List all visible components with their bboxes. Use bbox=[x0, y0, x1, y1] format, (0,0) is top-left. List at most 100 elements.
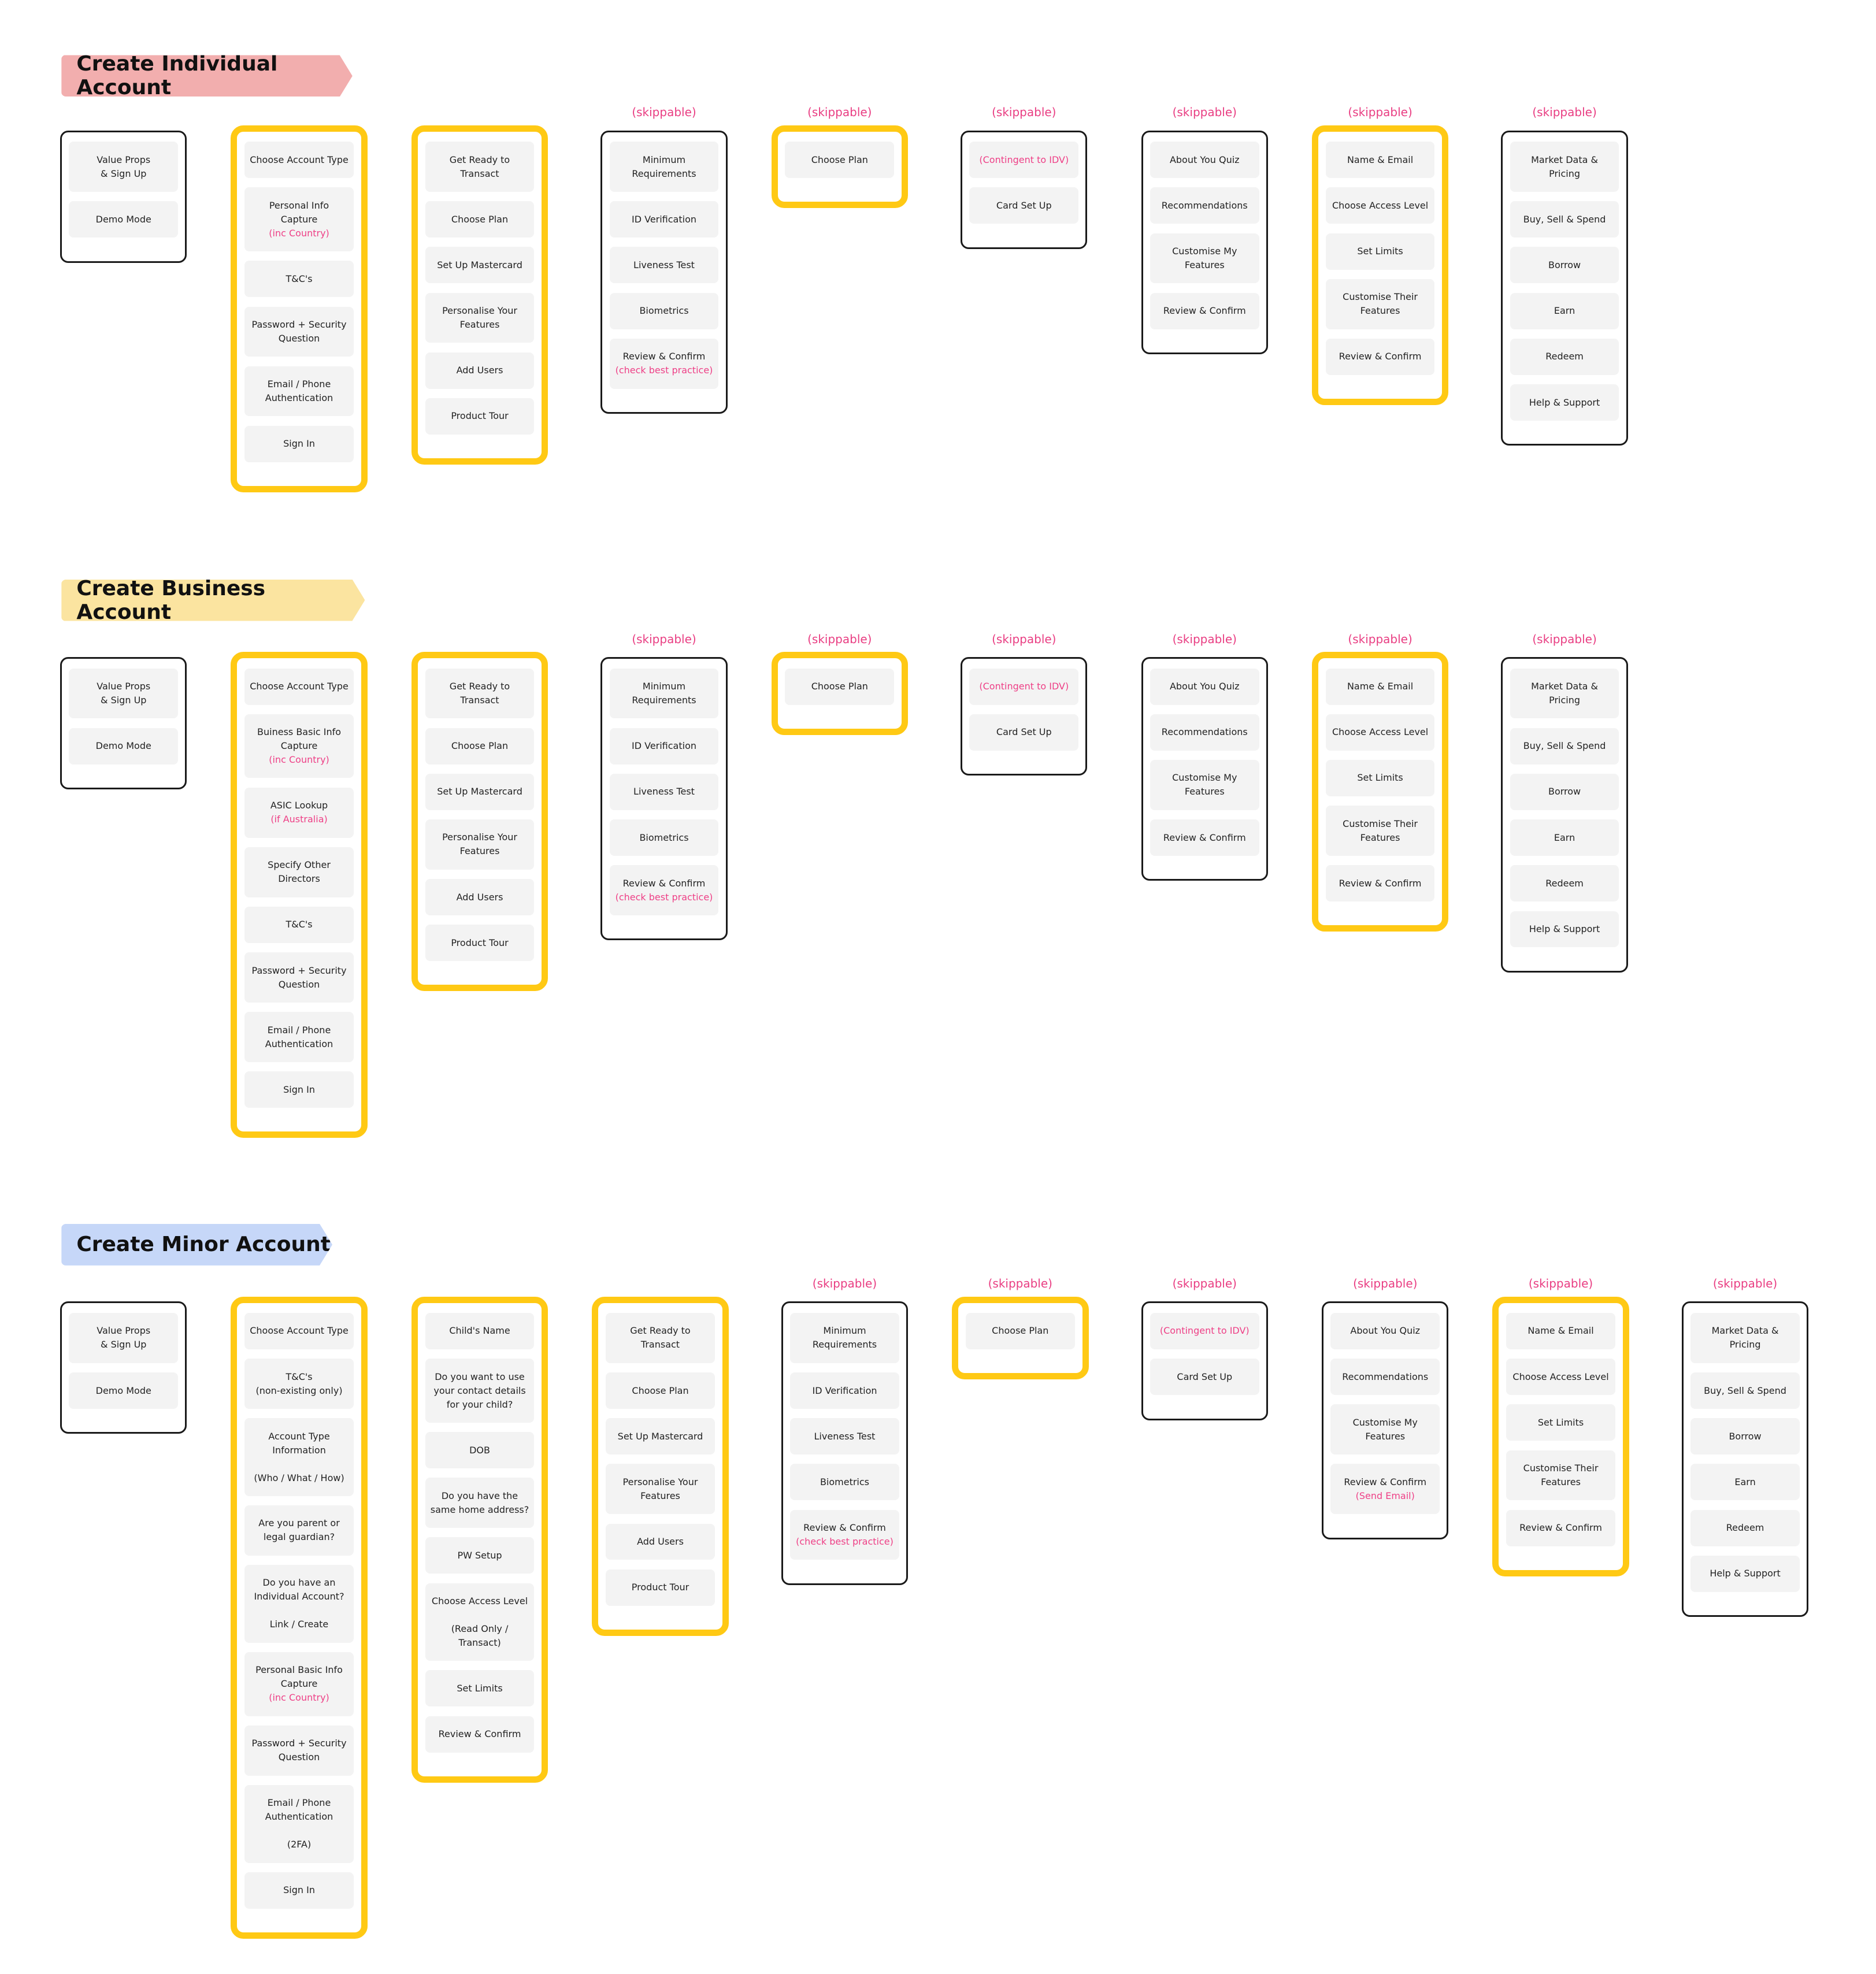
step-label: Set Limits bbox=[1537, 1416, 1584, 1428]
step-label: Set Limits bbox=[1357, 246, 1403, 257]
flow-step: Buy, Sell & Spend bbox=[1510, 201, 1619, 238]
skippable-label: (skippable) bbox=[988, 1277, 1052, 1291]
step-note: (Contingent to IDV) bbox=[979, 154, 1069, 165]
flow-step: Choose Account Type bbox=[244, 1312, 354, 1349]
flow-step: Customise My Features bbox=[1330, 1404, 1440, 1455]
step-label: Card Set Up bbox=[1177, 1371, 1233, 1382]
flow-step: T&C's bbox=[244, 906, 354, 943]
flow-step: Choose Plan bbox=[425, 728, 535, 765]
step-label: Demo Mode bbox=[95, 740, 151, 752]
flow-step: Email / Phone Authentication bbox=[244, 1012, 354, 1062]
flow-step: Password + Security Question bbox=[244, 952, 354, 1003]
step-label: ID Verification bbox=[631, 740, 697, 752]
step-label: Borrow bbox=[1729, 1430, 1762, 1442]
flow-step: Review & Confirm(Send Email) bbox=[1330, 1464, 1440, 1515]
skippable-label: (skippable) bbox=[992, 632, 1056, 646]
flow-step: Demo Mode bbox=[69, 728, 179, 765]
step-label: Set Up Mastercard bbox=[437, 259, 522, 270]
step-label: Review & Confirm bbox=[1339, 877, 1422, 889]
skippable-label: (skippable) bbox=[1712, 1277, 1778, 1291]
skippable-label: (skippable) bbox=[632, 105, 696, 120]
flow-step: Borrow bbox=[1510, 247, 1619, 284]
flow-step: (Contingent to IDV) bbox=[1150, 1312, 1259, 1349]
flow-step: Add Users bbox=[425, 352, 535, 389]
step-label: Help & Support bbox=[1529, 396, 1600, 408]
step-label: Are you parent or legal guardian? bbox=[258, 1517, 340, 1543]
flow-step: Redeem bbox=[1510, 338, 1619, 375]
step-label: Product Tour bbox=[631, 1582, 689, 1593]
step-label: Get Ready to Transact bbox=[449, 154, 510, 179]
flow-step: Set Up Mastercard bbox=[606, 1418, 715, 1455]
flow-step: Biometrics bbox=[790, 1464, 899, 1501]
step-note: (check best practice) bbox=[796, 1536, 893, 1548]
flow-step: Set Up Mastercard bbox=[425, 773, 535, 810]
step-label: Name & Email bbox=[1528, 1325, 1594, 1337]
flow-step: Name & Email bbox=[1506, 1312, 1615, 1349]
flow-step: Liveness Test bbox=[609, 247, 719, 284]
step-label: Earn bbox=[1554, 832, 1575, 843]
step-label: Card Set Up bbox=[996, 726, 1052, 738]
flow-step: Card Set Up bbox=[969, 714, 1079, 751]
step-label: Borrow bbox=[1548, 786, 1581, 797]
step-note: (Contingent to IDV) bbox=[1159, 1325, 1250, 1337]
flow-step: Choose Plan bbox=[785, 142, 895, 179]
step-label: Value Props & Sign Up bbox=[97, 681, 151, 706]
flow-step: Redeem bbox=[1690, 1509, 1800, 1546]
flow-step: Get Ready to Transact bbox=[425, 142, 535, 192]
skippable-label: (skippable) bbox=[1353, 1277, 1418, 1291]
flow-step: Sign In bbox=[244, 1872, 354, 1909]
flow-step: PW Setup bbox=[425, 1537, 535, 1574]
flow-step: Sign In bbox=[244, 425, 354, 462]
flow-step: Value Props & Sign Up bbox=[69, 142, 179, 192]
step-note: (check best practice) bbox=[615, 891, 713, 903]
flow-step: Card Set Up bbox=[1150, 1359, 1259, 1396]
flow-step: Buiness Basic Info Capture(inc Country) bbox=[244, 714, 354, 778]
flow-step: About You Quiz bbox=[1150, 668, 1259, 705]
step-label: Password + Security Question bbox=[251, 318, 347, 344]
step-label: Earn bbox=[1554, 305, 1575, 317]
flow-step: Set Limits bbox=[425, 1670, 535, 1707]
step-label: Personalise Your Features bbox=[622, 1476, 698, 1501]
step-label: Sign In bbox=[283, 1084, 315, 1095]
step-label: Review & Confirm bbox=[1519, 1522, 1602, 1534]
flow-step: Value Props & Sign Up bbox=[69, 1312, 179, 1363]
step-label: Review & Confirm bbox=[1163, 832, 1246, 843]
flow-step: (Contingent to IDV) bbox=[969, 142, 1079, 179]
step-label: Customise Their Features bbox=[1343, 291, 1418, 317]
step-label: Customise Their Features bbox=[1343, 818, 1418, 843]
step-label: Get Ready to Transact bbox=[630, 1325, 691, 1350]
step-label: Customise My Features bbox=[1352, 1416, 1418, 1442]
step-label: Review & Confirm bbox=[803, 1522, 886, 1534]
flow-step: T&C's bbox=[244, 261, 354, 298]
step-label: Email / Phone Authentication bbox=[265, 379, 333, 404]
flow-step: Set Limits bbox=[1506, 1404, 1615, 1441]
flow-step: Sign In bbox=[244, 1071, 354, 1108]
step-label: Choose Account Type bbox=[250, 681, 348, 692]
step-label: Choose Access Level (Read Only / Transac… bbox=[431, 1595, 528, 1648]
step-note: (inc Country) bbox=[269, 227, 329, 239]
flow-step: Review & Confirm bbox=[1325, 865, 1435, 902]
step-label: Liveness Test bbox=[633, 259, 695, 270]
flow-step: Earn bbox=[1690, 1464, 1800, 1501]
step-label: Name & Email bbox=[1347, 681, 1414, 692]
step-label: Personalise Your Features bbox=[442, 305, 517, 331]
flow-step: Earn bbox=[1510, 819, 1619, 856]
step-label: Customise Their Features bbox=[1523, 1462, 1599, 1487]
step-label: Minimum Requirements bbox=[812, 1325, 877, 1350]
flow-step: Redeem bbox=[1510, 865, 1619, 902]
flow-step: Review & Confirm bbox=[1506, 1509, 1615, 1546]
step-label: Choose Plan bbox=[992, 1325, 1049, 1337]
flow-step: About You Quiz bbox=[1150, 142, 1259, 179]
step-note: (Contingent to IDV) bbox=[979, 681, 1069, 692]
step-label: Earn bbox=[1734, 1476, 1756, 1487]
flow-step: Choose Account Type bbox=[244, 142, 354, 179]
flow-step: Add Users bbox=[425, 879, 535, 916]
step-label: T&C's (non-existing only) bbox=[255, 1371, 343, 1396]
flow-step: Review & Confirm bbox=[425, 1716, 535, 1753]
step-label: Customise My Features bbox=[1172, 772, 1237, 797]
step-label: Buiness Basic Info Capture bbox=[257, 726, 342, 752]
flow-step: Review & Confirm (check best practice) bbox=[790, 1509, 899, 1560]
flow-step: Product Tour bbox=[606, 1569, 715, 1606]
flow-step: Review & Confirm(check best practice) bbox=[609, 338, 719, 389]
step-label: Choose Plan bbox=[451, 213, 509, 225]
